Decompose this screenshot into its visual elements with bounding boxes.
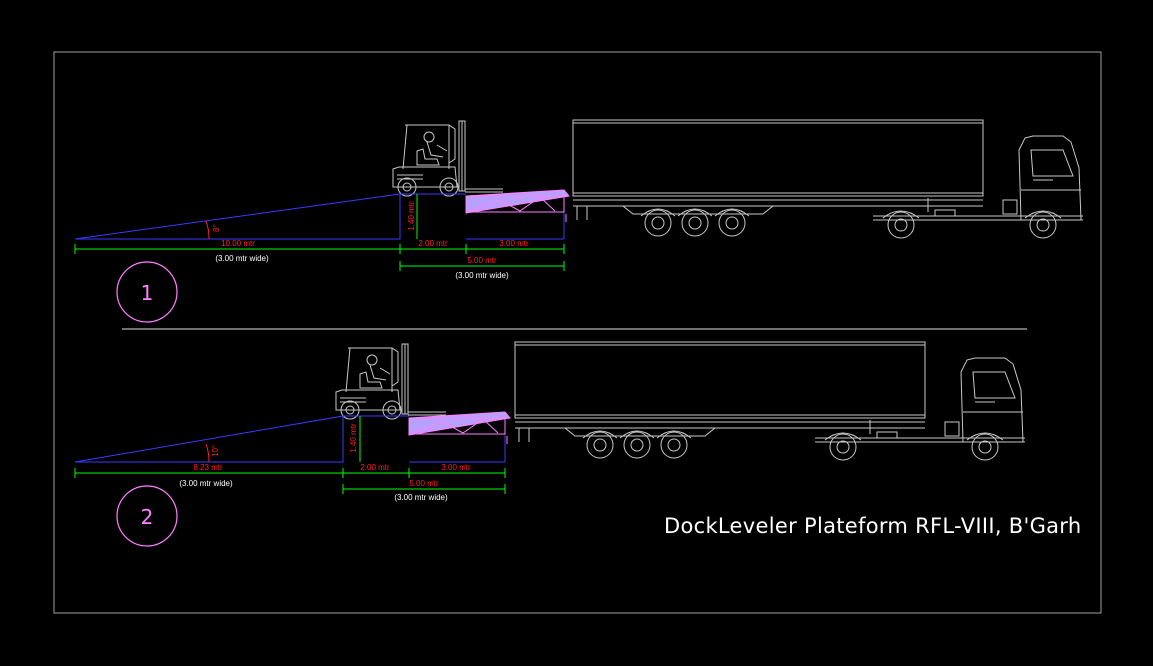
seg-b-2: 3.00 mtr	[441, 463, 471, 472]
dock-length-2: 5.00 mtr	[409, 479, 439, 488]
view-2: 8.23 mtr (3.00 mtr wide) 10° 1.40 mtr 2.…	[74, 341, 1026, 547]
angle-1: 8°	[212, 224, 221, 232]
ramp-length-1: 10.00 mtr	[221, 239, 255, 248]
drawing-frame	[53, 51, 1102, 614]
dock-leveler-1	[465, 189, 570, 222]
ramp-profile-1	[74, 193, 401, 240]
drawing-title: DockLeveler Plateform RFL-VIII, B'Garh	[664, 514, 1082, 538]
view-number-2: 2	[141, 505, 154, 529]
view-number-circle-2	[116, 485, 178, 547]
dock-width-1: (3.00 mtr wide)	[455, 271, 509, 280]
forklift-2	[335, 343, 447, 420]
ramp-width-1: (3.00 mtr wide)	[215, 254, 269, 263]
seg-b-1: 3.00 mtr	[499, 239, 529, 248]
angle-2: 10°	[211, 445, 220, 457]
view-number-1: 1	[141, 281, 154, 305]
truck-2	[514, 341, 1026, 461]
view-1: 10.00 mtr (3.00 mtr wide) 8° 1.40 mtr 2.…	[74, 119, 1084, 323]
height-2: 1.40 mtr	[349, 423, 358, 453]
seg-a-1: 2.00 mtr	[418, 239, 448, 248]
dock-width-2: (3.00 mtr wide)	[394, 493, 448, 502]
ramp-length-2: 8.23 mtr	[193, 463, 223, 472]
view-number-circle-1	[116, 261, 178, 323]
seg-a-2: 2.00 mtr	[360, 463, 390, 472]
dock-length-1: 5.00 mtr	[467, 256, 497, 265]
forklift-1	[392, 120, 504, 197]
height-1: 1.40 mtr	[407, 201, 416, 231]
truck-1	[572, 119, 1084, 239]
dock-leveler-2	[408, 411, 511, 444]
ramp-width-2: (3.00 mtr wide)	[179, 479, 233, 488]
